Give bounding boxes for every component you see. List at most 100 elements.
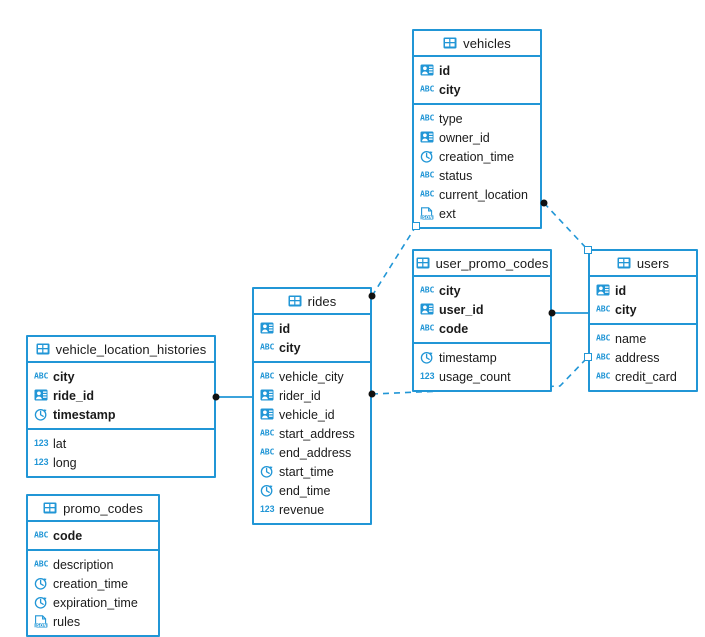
field-timestamp[interactable]: timestamp: [414, 348, 550, 367]
abc-icon: ABC: [596, 332, 611, 345]
svg-text:123: 123: [34, 438, 49, 448]
clock-icon: [34, 408, 48, 421]
field-vehicle_id[interactable]: vehicle_id: [254, 405, 370, 424]
field-label: end_address: [279, 445, 352, 460]
id-icon: [260, 408, 274, 421]
svg-text:ABC: ABC: [420, 113, 434, 123]
field-label: city: [439, 82, 461, 97]
field-label: description: [53, 557, 114, 572]
field-label: start_time: [279, 464, 334, 479]
entity-header-user_promo_codes[interactable]: user_promo_codes: [414, 251, 550, 277]
json-icon: JSON: [34, 615, 48, 628]
primary-key-field-city[interactable]: ABC city: [590, 300, 696, 319]
svg-text:ABC: ABC: [596, 352, 610, 362]
abc-icon: ABC: [260, 427, 275, 440]
entity-header-vehicle_location_histories[interactable]: vehicle_location_histories: [28, 337, 214, 363]
entity-header-promo_codes[interactable]: promo_codes: [28, 496, 158, 522]
primary-key-field-ride_id[interactable]: ride_id: [28, 386, 214, 405]
id-icon: [34, 389, 48, 402]
field-label: creation_time: [439, 149, 515, 164]
field-end_time[interactable]: end_time: [254, 481, 370, 500]
abc-icon: ABC: [34, 370, 49, 383]
primary-key-field-timestamp[interactable]: timestamp: [28, 405, 214, 424]
svg-text:ABC: ABC: [420, 170, 434, 180]
entity-header-vehicles[interactable]: vehicles: [414, 31, 540, 57]
relationship-endpoint-dot-rides-to-vehicles: [368, 292, 376, 300]
abc-icon: ABC: [596, 370, 611, 383]
abc-icon: ABC: [34, 558, 49, 571]
id-icon: [420, 131, 434, 144]
table-icon: [36, 343, 50, 356]
number-icon: 123: [260, 503, 275, 516]
field-expiration_time[interactable]: expiration_time: [28, 593, 158, 612]
field-label: city: [439, 283, 461, 298]
field-status[interactable]: ABC status: [414, 166, 540, 185]
abc-icon: ABC: [260, 370, 275, 383]
primary-key-field-id[interactable]: id: [414, 61, 540, 80]
clock-icon: [34, 596, 48, 609]
field-rider_id[interactable]: rider_id: [254, 386, 370, 405]
entity-header-rides[interactable]: rides: [254, 289, 370, 315]
table-icon: [288, 295, 302, 308]
svg-text:ABC: ABC: [34, 559, 48, 569]
field-label: city: [615, 302, 637, 317]
entity-title: user_promo_codes: [435, 255, 549, 271]
field-label: owner_id: [439, 130, 490, 145]
abc-icon: ABC: [260, 341, 275, 354]
field-description[interactable]: ABC description: [28, 555, 158, 574]
field-label: end_time: [279, 483, 331, 498]
svg-text:ABC: ABC: [420, 189, 434, 199]
abc-icon: ABC: [596, 303, 611, 316]
primary-key-field-user_id[interactable]: user_id: [414, 300, 550, 319]
entity-title: rides: [307, 293, 337, 309]
id-icon: [596, 284, 610, 297]
field-owner_id[interactable]: owner_id: [414, 128, 540, 147]
field-creation_time[interactable]: creation_time: [414, 147, 540, 166]
entity-title: users: [636, 255, 670, 271]
svg-text:ABC: ABC: [596, 333, 610, 343]
field-creation_time[interactable]: creation_time: [28, 574, 158, 593]
svg-text:ABC: ABC: [260, 447, 274, 457]
number-icon: 123: [34, 456, 49, 469]
abc-icon: ABC: [420, 188, 435, 201]
entity-header-users[interactable]: users: [590, 251, 696, 277]
table-icon: [416, 257, 430, 270]
field-end_address[interactable]: ABC end_address: [254, 443, 370, 462]
field-label: usage_count: [439, 369, 511, 384]
relationship-endpoint-dot-user-promo-codes-to-users: [548, 309, 556, 317]
field-label: status: [439, 168, 473, 183]
primary-key-field-id[interactable]: id: [590, 281, 696, 300]
field-start_time[interactable]: start_time: [254, 462, 370, 481]
primary-key-field-id[interactable]: id: [254, 319, 370, 338]
